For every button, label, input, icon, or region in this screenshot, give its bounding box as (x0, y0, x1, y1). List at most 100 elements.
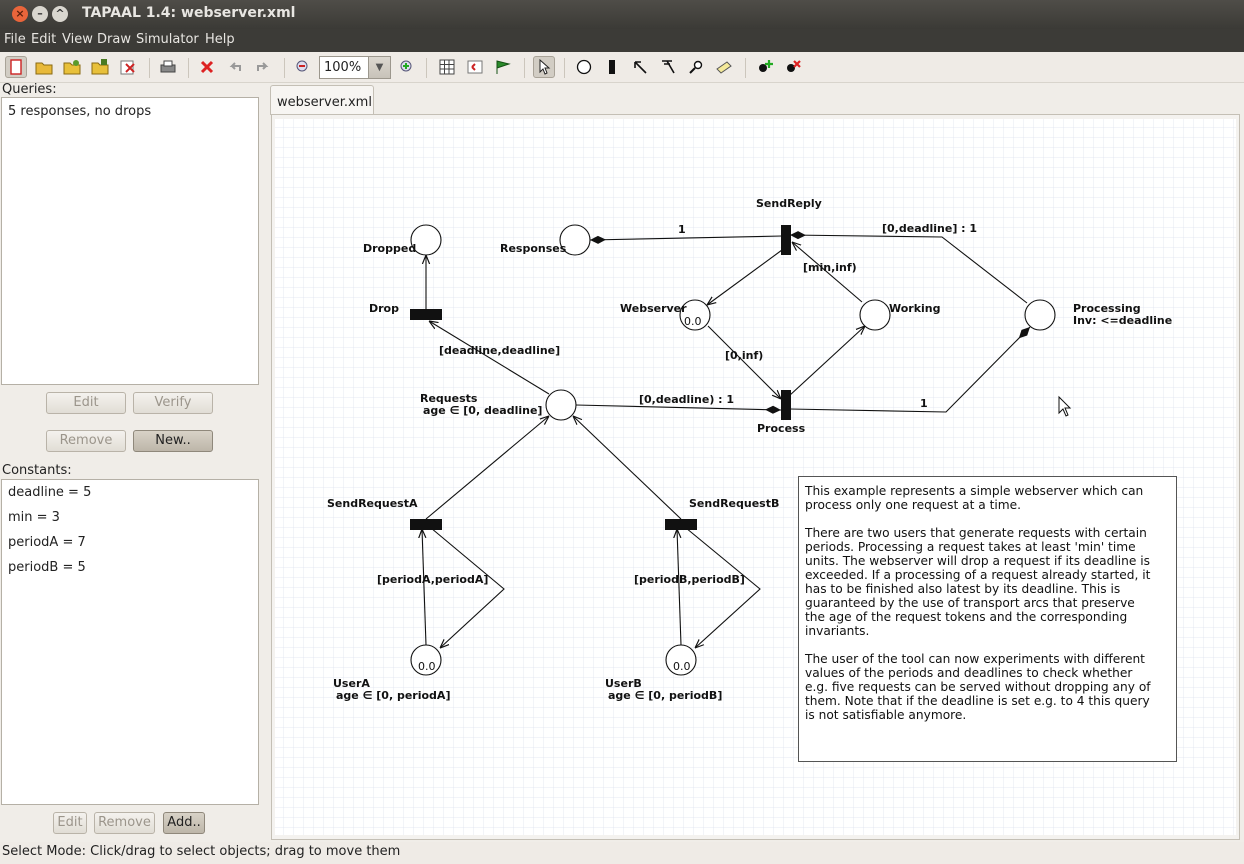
arc-sendrequesta-requests[interactable] (425, 416, 549, 520)
new-net-button[interactable] (5, 56, 27, 78)
constant-edit-button[interactable]: Edit (53, 812, 87, 834)
arc-requests-process[interactable] (575, 404, 782, 414)
tab-webserver[interactable]: webserver.xml (270, 85, 374, 115)
status-text: Select Mode: Click/drag to select object… (2, 844, 401, 859)
note-paragraph: The user of the tool can now experiments… (805, 652, 1151, 722)
arc-processing-sendreply[interactable] (789, 231, 1028, 304)
add-transport-arc-button[interactable] (657, 56, 679, 78)
annotation-note[interactable]: This example represents a simple webserv… (798, 476, 1177, 762)
mouse-cursor-icon (1058, 395, 1072, 417)
arc-sendreply-responses[interactable] (589, 235, 783, 244)
close-net-button[interactable] (117, 56, 139, 78)
arc-working-sendreply[interactable] (792, 242, 863, 303)
label-sendrequesta: SendRequestA (327, 497, 418, 510)
label-process: Process (757, 422, 806, 435)
redo-button[interactable] (252, 56, 274, 78)
constant-item[interactable]: min = 3 (8, 510, 60, 525)
queries-list[interactable]: 5 responses, no drops (1, 97, 259, 385)
title-bar: × – ^ TAPAAL 1.4: webserver.xml (0, 0, 1244, 29)
constants-list[interactable]: deadline = 5 min = 3 periodA = 7 periodB… (1, 479, 259, 805)
label-requests: Requests (420, 392, 478, 405)
transition-process[interactable] (781, 390, 791, 420)
folder-star-icon (63, 60, 81, 75)
query-new-button[interactable]: New.. (133, 430, 213, 452)
arc-usera-sendrequesta[interactable] (422, 529, 427, 646)
transition-sendreply[interactable] (781, 225, 791, 255)
note-paragraph: There are two users that generate reques… (805, 526, 1151, 638)
chevron-down-icon[interactable]: ▼ (368, 57, 390, 78)
save-button[interactable] (89, 56, 111, 78)
add-transition-button[interactable] (601, 56, 623, 78)
constant-item[interactable]: periodA = 7 (8, 535, 86, 550)
menu-file[interactable]: File (4, 32, 26, 47)
select-mode-button[interactable] (533, 56, 555, 78)
label-usera-invariant: age ∈ [0, periodA] (336, 689, 451, 702)
transition-sendrequestb[interactable] (665, 519, 697, 530)
tab-label: webserver.xml (277, 95, 372, 110)
zoom-combobox[interactable]: 100% ▼ (319, 56, 391, 79)
add-token-button[interactable] (754, 56, 776, 78)
queries-label: Queries: (2, 82, 57, 97)
constant-remove-button[interactable]: Remove (94, 812, 155, 834)
arc-userb-sendrequestb[interactable] (677, 529, 682, 646)
arc-sendreply-webserver[interactable] (707, 249, 783, 305)
verify-button[interactable] (492, 56, 514, 78)
query-verify-button[interactable]: Verify (133, 392, 213, 414)
place-responses[interactable] (559, 224, 591, 256)
menu-view[interactable]: View (62, 32, 93, 47)
arc-sendrequestb-userb[interactable] (685, 527, 761, 648)
arc-sendrequesta-usera[interactable] (430, 527, 505, 648)
query-remove-button[interactable]: Remove (46, 430, 126, 452)
add-place-button[interactable] (573, 56, 595, 78)
menu-help[interactable]: Help (205, 32, 235, 47)
place-working[interactable] (859, 299, 891, 331)
zoom-value: 100% (324, 60, 362, 75)
constant-item[interactable]: deadline = 5 (8, 485, 92, 500)
open-button[interactable] (33, 56, 55, 78)
transition-drop[interactable] (410, 309, 442, 320)
query-edit-button[interactable]: Edit (46, 392, 126, 414)
place-userb[interactable] (665, 644, 697, 676)
open-example-button[interactable] (61, 56, 83, 78)
note-paragraph: This example represents a simple webserv… (805, 484, 1144, 512)
query-item[interactable]: 5 responses, no drops (8, 104, 152, 119)
constant-item[interactable]: periodB = 5 (8, 560, 86, 575)
maximize-window-icon[interactable]: ^ (52, 6, 68, 22)
arc-process-working[interactable] (788, 326, 865, 397)
zoom-in-button[interactable] (396, 56, 418, 78)
delete-button[interactable] (196, 56, 218, 78)
toolbar-separator (426, 58, 427, 78)
menu-edit[interactable]: Edit (31, 32, 57, 47)
undo-button[interactable] (224, 56, 246, 78)
place-webserver[interactable] (679, 299, 711, 331)
minimize-window-icon[interactable]: – (32, 6, 48, 22)
toggle-grid-button[interactable] (436, 56, 458, 78)
toolbar-separator (149, 58, 150, 78)
add-inhibitor-arc-button[interactable] (685, 56, 707, 78)
menu-simulator[interactable]: Simulator (136, 32, 199, 47)
transition-bar-icon (609, 60, 615, 74)
menu-draw[interactable]: Draw (97, 32, 131, 47)
place-requests[interactable] (545, 389, 577, 421)
place-usera[interactable] (410, 644, 442, 676)
zoom-out-button[interactable] (292, 56, 314, 78)
label-dropped: Dropped (363, 242, 417, 255)
window-title: TAPAAL 1.4: webserver.xml (82, 5, 296, 21)
constant-add-button[interactable]: Add.. (163, 812, 205, 834)
arc-webserver-process[interactable] (707, 325, 781, 399)
arc-sendrequestb-requests[interactable] (573, 416, 682, 520)
label-drop: Drop (369, 302, 399, 315)
add-arc-button[interactable] (629, 56, 651, 78)
toolbar-separator (188, 58, 189, 78)
arc-process-processing[interactable] (789, 326, 1031, 413)
print-button[interactable] (157, 56, 179, 78)
close-window-icon[interactable]: × (12, 6, 28, 22)
add-annotation-button[interactable] (713, 56, 735, 78)
place-dropped[interactable] (410, 224, 442, 256)
arc-requests-drop[interactable] (429, 321, 550, 395)
transition-sendrequesta[interactable] (410, 519, 442, 530)
animation-mode-button[interactable] (464, 56, 486, 78)
delete-token-button[interactable] (782, 56, 804, 78)
toolbar-separator (564, 58, 565, 78)
place-processing[interactable] (1024, 299, 1056, 331)
